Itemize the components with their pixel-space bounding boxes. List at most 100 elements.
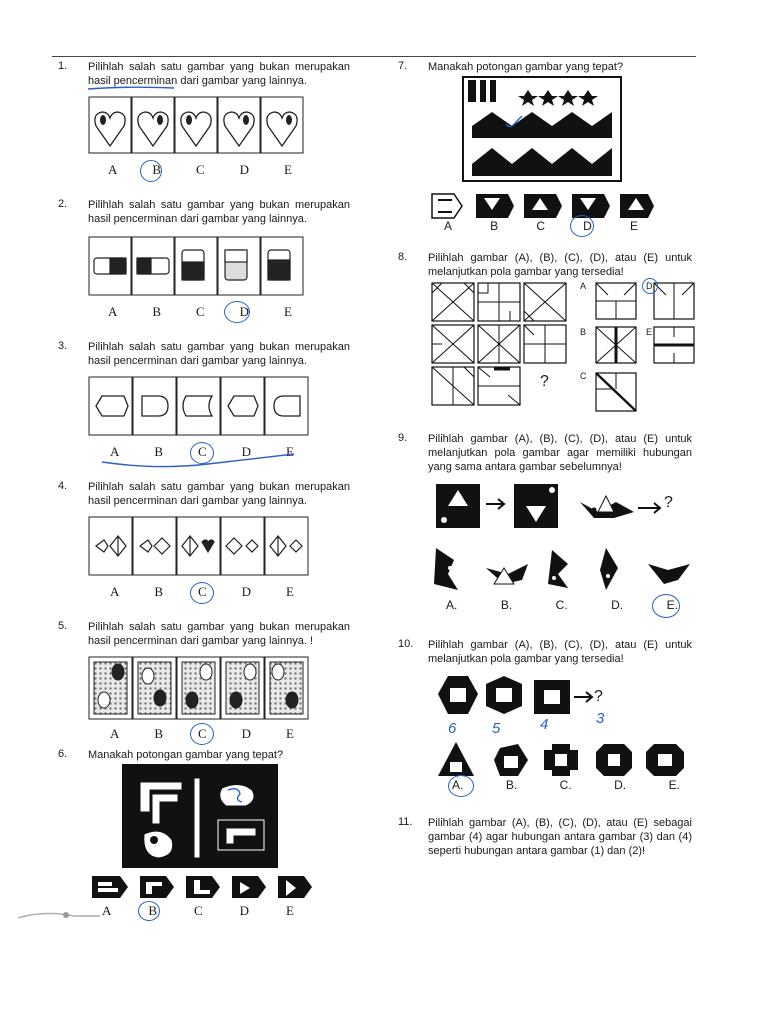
ink-underline (87, 86, 175, 90)
option-a[interactable]: A (110, 726, 120, 741)
q9-options: A. B. C. D. E. (446, 598, 678, 612)
top-rule (52, 56, 696, 57)
question-number: 5. (58, 620, 68, 632)
answer-circle (140, 160, 162, 182)
option-b[interactable]: B (152, 304, 162, 319)
handwritten-count-2: 5 (492, 720, 501, 737)
handwritten-count-3: 4 (540, 716, 549, 733)
question-number: 4. (58, 480, 68, 492)
q8-option-c-label[interactable]: C (580, 371, 587, 381)
answer-circle (190, 442, 214, 464)
answer-circle (642, 278, 658, 294)
option-e[interactable]: E (284, 162, 292, 177)
q6-options: A B C D E (102, 903, 294, 919)
question-6: 6. Manakah potongan gambar yang tepat? (58, 748, 358, 924)
option-d[interactable]: D. (614, 778, 627, 792)
option-e[interactable]: E (286, 444, 294, 459)
option-d[interactable]: D (241, 726, 252, 741)
question-8: 8. Pilihlah gambar (A), (B), (C), (D), a… (398, 251, 698, 417)
question-4: 4. Pilihlah salah satu gambar yang bukan… (58, 480, 358, 606)
answer-circle (652, 594, 680, 618)
question-number: 1. (58, 60, 68, 72)
answer-circle (570, 215, 594, 237)
q6-options-figure (92, 876, 312, 898)
q8-question-mark: ? (540, 373, 549, 390)
q10-question-mark: ? (594, 688, 603, 705)
option-d[interactable]: D. (611, 598, 624, 612)
page-swirl-mark (17, 912, 100, 919)
option-a[interactable]: A (102, 903, 112, 918)
q7-figure (462, 76, 622, 182)
option-c[interactable]: C. (555, 598, 568, 612)
option-e[interactable]: E (284, 304, 292, 319)
q8-option-e-label[interactable]: E (646, 327, 653, 337)
question-10: 10. Pilihlah gambar (A), (B), (C), (D), … (398, 638, 698, 800)
q8-option-b-label[interactable]: B (580, 327, 587, 337)
q9-options-figure (434, 548, 690, 590)
answer-circle (190, 582, 214, 604)
option-a[interactable]: A (444, 219, 453, 233)
option-e[interactable]: E (629, 219, 638, 233)
q2-figure (88, 236, 304, 296)
q10-options-figure (438, 742, 684, 776)
q7-options-figure (431, 193, 654, 219)
option-c[interactable]: C (536, 219, 545, 233)
option-d[interactable]: D (241, 444, 252, 459)
ink-scribble (101, 453, 295, 468)
option-b[interactable]: B (154, 726, 164, 741)
q3-figure (88, 376, 309, 436)
question-text: Pilihlah salah satu gambar yang bukan me… (88, 481, 350, 507)
question-text: Pilihlah gambar (A), (B), (C), (D), atau… (428, 433, 692, 473)
option-e[interactable]: E (286, 903, 294, 918)
option-e[interactable]: E (286, 726, 294, 741)
option-e[interactable]: E. (668, 778, 680, 792)
question-number: 9. (398, 432, 408, 444)
option-a[interactable]: A (110, 584, 120, 599)
option-b[interactable]: B (490, 219, 499, 233)
question-5: 5. Pilihlah salah satu gambar yang bukan… (58, 620, 358, 745)
option-d[interactable]: D (239, 903, 250, 918)
option-b[interactable]: B (154, 584, 164, 599)
option-d[interactable]: D (241, 584, 252, 599)
option-a[interactable]: A (108, 304, 118, 319)
option-c[interactable]: C (196, 162, 205, 177)
option-c[interactable]: C (196, 304, 205, 319)
q2-options: A B C D E (108, 304, 292, 320)
question-number: 6. (58, 748, 68, 760)
question-text: Pilihlah salah satu gambar yang bukan me… (88, 621, 350, 647)
q8-sequence-figure (431, 282, 567, 406)
option-a[interactable]: A (110, 444, 120, 459)
q10-sequence-figure (438, 676, 594, 714)
option-c[interactable]: C. (559, 778, 572, 792)
question-11: 11. Pilihlah gambar (A), (B), (C), (D), … (398, 816, 698, 866)
option-a[interactable]: A (108, 162, 118, 177)
q1-figure (88, 96, 304, 154)
option-e[interactable]: E (286, 584, 294, 599)
option-b[interactable]: B (154, 444, 164, 459)
q7-options: A B C D E (444, 219, 638, 233)
q6-figure (122, 764, 278, 868)
option-c[interactable]: C (194, 903, 203, 918)
question-text: Pilihlah salah satu gambar yang bukan me… (88, 61, 350, 87)
question-text: Pilihlah gambar (A), (B), (C), (D), atau… (428, 817, 692, 857)
option-b[interactable]: B. (500, 598, 513, 612)
q9-question-mark: ? (664, 494, 673, 511)
question-text: Pilihlah salah satu gambar yang bukan me… (88, 341, 350, 367)
question-number: 8. (398, 251, 408, 263)
question-9: 9. Pilihlah gambar (A), (B), (C), (D), a… (398, 432, 698, 618)
option-a[interactable]: A. (446, 598, 458, 612)
option-b[interactable]: B. (505, 778, 518, 792)
question-number: 3. (58, 340, 68, 352)
q8-option-a-label[interactable]: A (580, 281, 587, 291)
answer-circle (448, 775, 474, 797)
option-d[interactable]: D (239, 162, 250, 177)
q5-figure (88, 656, 309, 720)
q9-example-figure (436, 484, 662, 528)
question-text: Manakah potongan gambar yang tepat? (428, 61, 624, 73)
question-1: 1. Pilihlah salah satu gambar yang bukan… (58, 60, 358, 182)
question-number: 11. (398, 816, 413, 828)
question-number: 7. (398, 60, 408, 72)
handwritten-count-1: 6 (448, 720, 457, 737)
question-number: 2. (58, 198, 68, 210)
question-text: Manakah potongan gambar yang tepat? (88, 749, 284, 761)
